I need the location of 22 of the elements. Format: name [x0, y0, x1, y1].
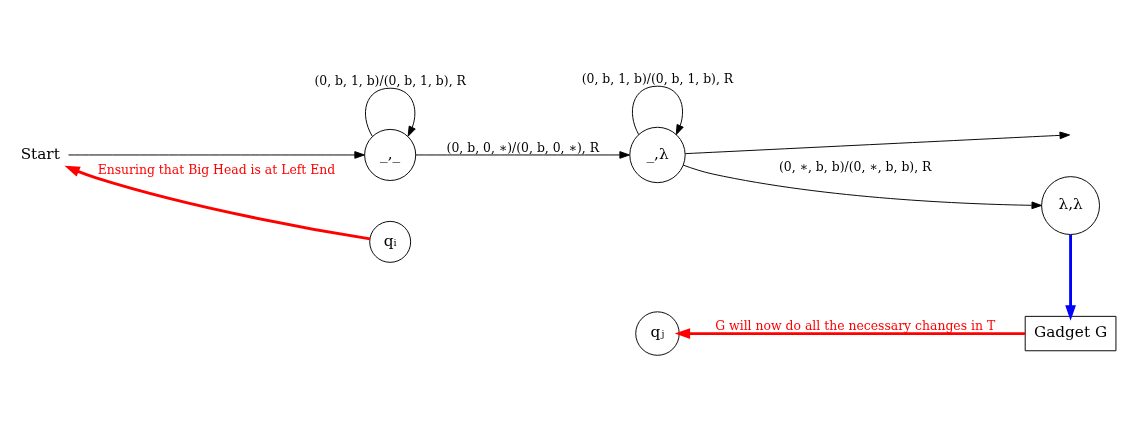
arrow — [682, 164, 1042, 210]
edge-label: (0, b, 1, b)/(0, b, 1, b), R — [314, 72, 466, 88]
node-box: Gadget G — [1024, 315, 1117, 352]
node-circle: _,_ — [364, 128, 417, 181]
arrow — [631, 85, 684, 135]
arrow — [415, 151, 630, 159]
edge-label: (0, b, 0, ∗)/(0, b, 0, ∗), R — [446, 139, 600, 155]
node-circle: qⱼ — [635, 311, 680, 356]
edge-label: (0, ∗, b, b)/(0, ∗, b, b), R — [778, 158, 932, 174]
node-circle: _,λ — [629, 126, 686, 184]
arrow — [364, 87, 416, 137]
arrow — [674, 328, 1026, 339]
edge-label: G will now do all the necessary changes in T — [715, 318, 996, 334]
arrow — [64, 165, 371, 241]
edge-label: Ensuring that Big Head is at Left End — [97, 162, 336, 178]
arrow — [684, 131, 1071, 155]
node-text: Start — [20, 144, 60, 163]
node-circle: qᵢ — [369, 220, 412, 263]
arrow — [1065, 235, 1076, 321]
arrow — [68, 151, 365, 159]
node-circle: λ,λ — [1041, 176, 1100, 235]
edge-label: (0, b, 1, b)/(0, b, 1, b), R — [581, 70, 734, 86]
